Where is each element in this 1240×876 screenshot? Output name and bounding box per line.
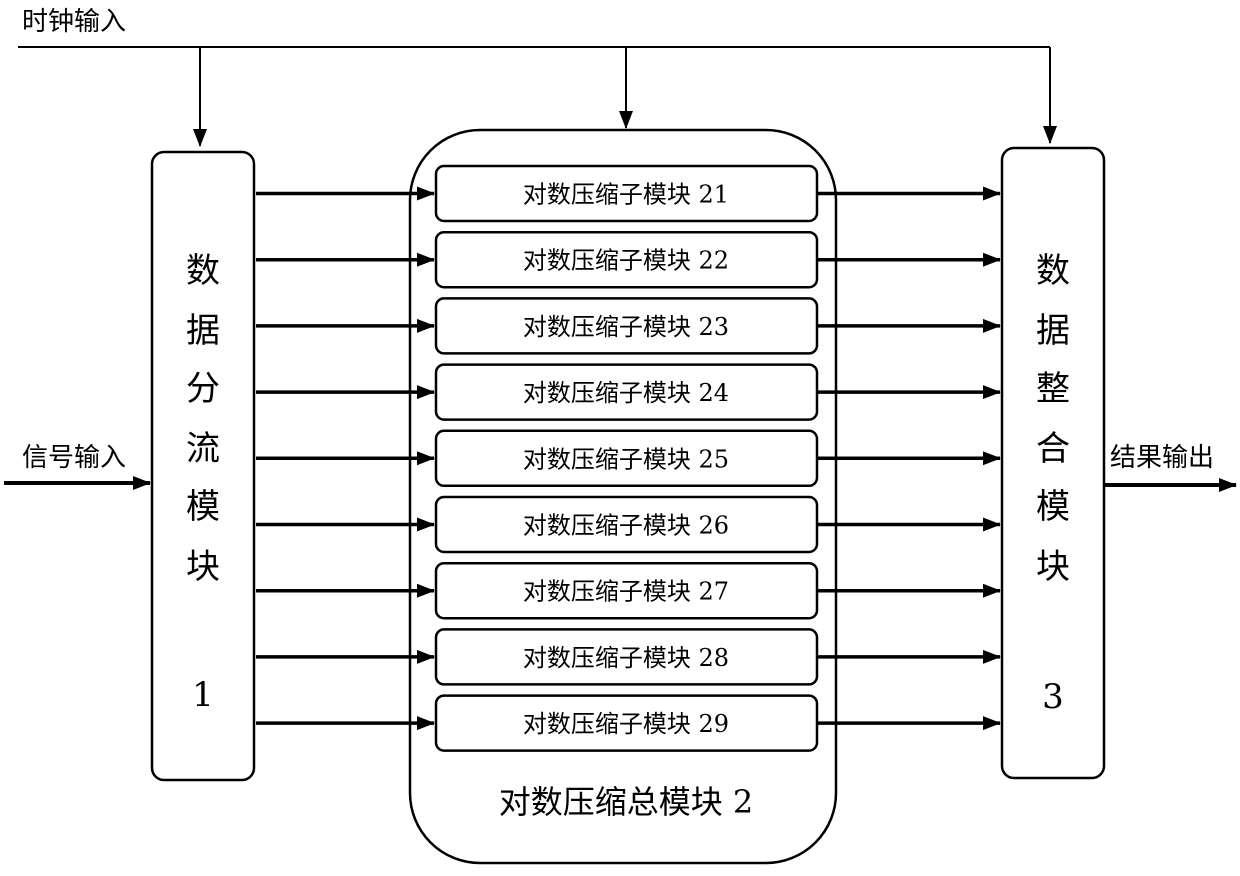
log-compress-submodule-label: 对数压缩子模块 25 <box>523 445 729 473</box>
merge-char: 据 <box>1036 311 1070 351</box>
signal-input-label: 信号输入 <box>22 443 126 473</box>
submodule-rows: 对数压缩子模块 21 对数压缩子模块 22 对数压缩子模块 23 对数压缩子模块 24… <box>256 166 1000 751</box>
log-compress-submodule-label: 对数压缩子模块 29 <box>523 710 729 738</box>
log-compress-submodule-label: 对数压缩子模块 26 <box>523 512 729 540</box>
merge-module-number: 3 <box>1042 677 1064 717</box>
merge-char: 数 <box>1036 251 1070 291</box>
split-char: 数 <box>186 251 220 291</box>
log-compress-submodule-label: 对数压缩子模块 28 <box>523 644 729 672</box>
merge-char: 模 <box>1036 487 1070 527</box>
log-compress-submodule-label: 对数压缩子模块 24 <box>523 379 729 407</box>
log-compress-submodule-label: 对数压缩子模块 21 <box>523 181 729 209</box>
clock-input-label: 时钟输入 <box>22 7 126 37</box>
split-module-number: 1 <box>192 675 214 715</box>
merge-char: 合 <box>1036 429 1070 469</box>
log-compress-total-label: 对数压缩总模块 2 <box>499 783 754 821</box>
split-char: 流 <box>186 429 220 469</box>
split-char: 分 <box>186 369 220 409</box>
merge-char: 整 <box>1036 369 1070 409</box>
merge-char: 块 <box>1036 547 1070 587</box>
split-char: 块 <box>186 547 220 587</box>
result-output-label: 结果输出 <box>1110 443 1214 473</box>
log-compress-submodule-label: 对数压缩子模块 22 <box>523 247 729 275</box>
split-char: 模 <box>186 487 220 527</box>
split-char: 据 <box>186 311 220 351</box>
log-compress-submodule-label: 对数压缩子模块 27 <box>523 578 729 606</box>
log-compress-submodule-label: 对数压缩子模块 23 <box>523 313 729 341</box>
